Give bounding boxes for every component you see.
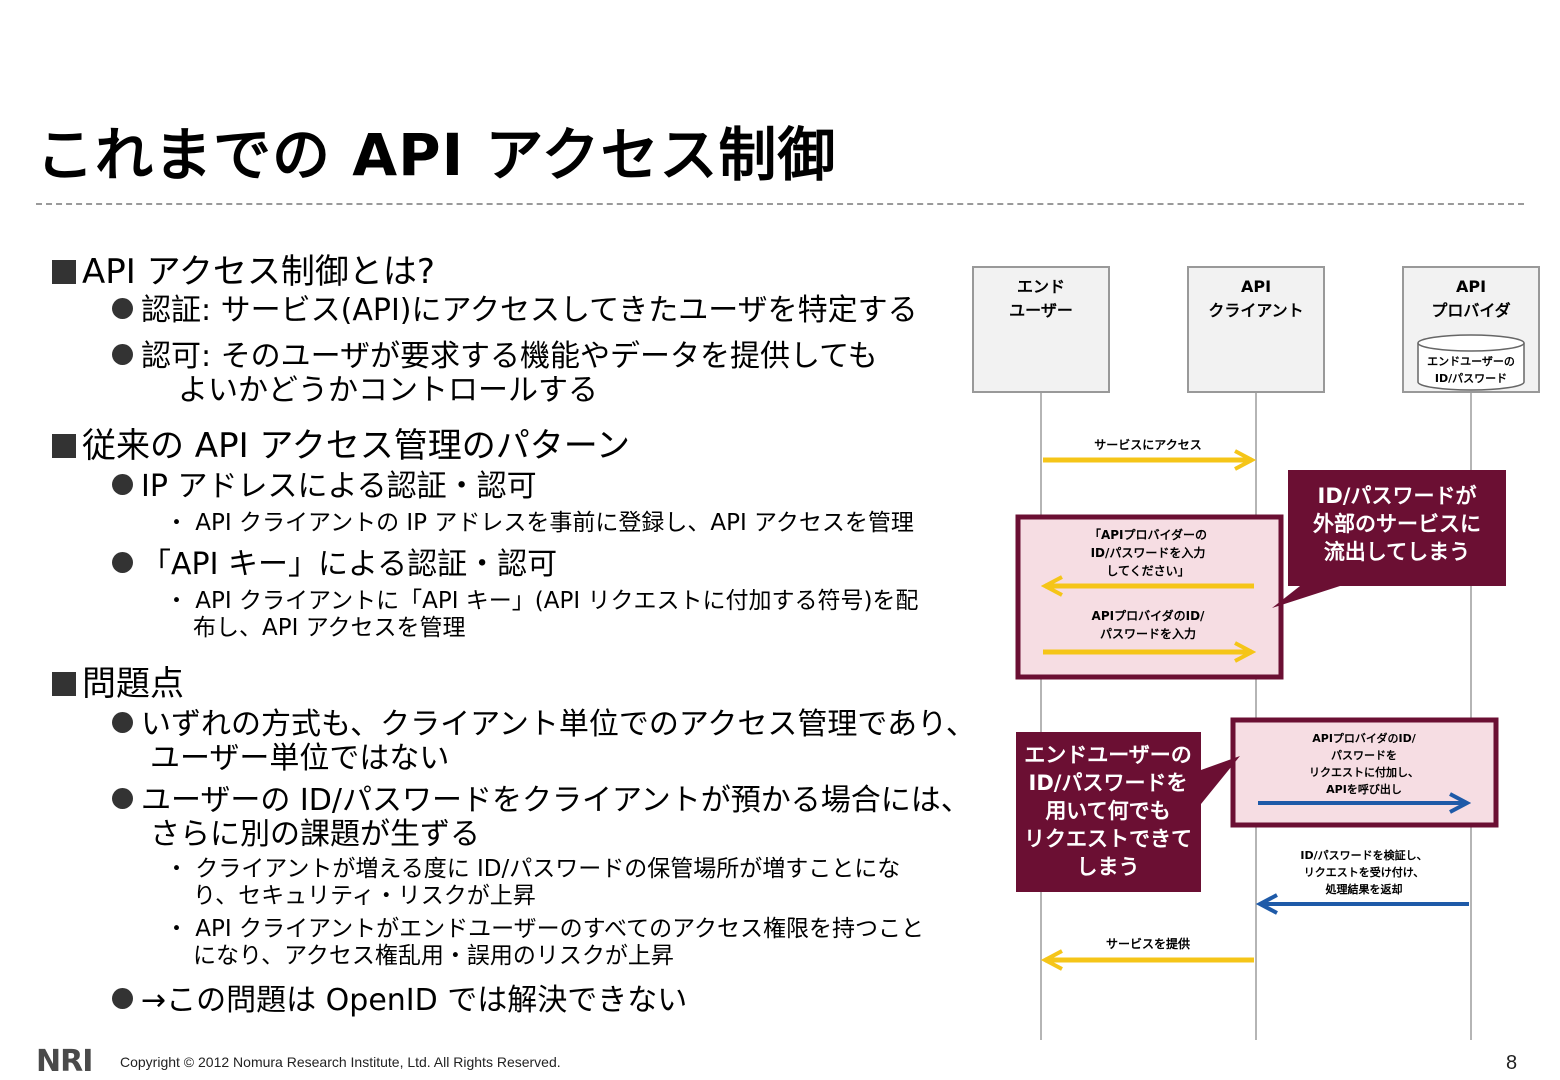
message-password-request: 「APIプロバイダーの ID/パスワードを入力 してください」 xyxy=(1045,527,1254,586)
message-access-service: サービスにアクセス xyxy=(1043,437,1252,460)
svg-text:クライアント: クライアント xyxy=(1208,301,1303,320)
sub-bullet-permission-risk: ・ API クライアントがエンドユーザーのすべてのアクセス権限を持つことになり、… xyxy=(165,916,924,969)
svg-text:してください」: してください」 xyxy=(1106,564,1189,578)
bullet-client-unit: いずれの方式も、クライアント単位でのアクセス管理であり、ユーザー単位ではない xyxy=(112,708,976,776)
bullet-problems: 問題点 xyxy=(52,656,184,705)
svg-text:ID/パスワードを検証し、: ID/パスワードを検証し、 xyxy=(1300,848,1427,862)
bullet-patterns: 従来の API アクセス管理のパターン xyxy=(52,418,630,467)
svg-text:リクエストを受け付け、: リクエストを受け付け、 xyxy=(1304,865,1424,879)
bullet-authorization: 認可: そのユーザが要求する機能やデータを提供してもよいかどうかコントロールする xyxy=(112,340,878,408)
svg-text:パスワードを: パスワードを xyxy=(1331,749,1397,762)
svg-text:ID/パスワードが: ID/パスワードが xyxy=(1318,484,1477,508)
circle-bullet-icon xyxy=(112,298,133,319)
svg-text:しまう: しまう xyxy=(1077,855,1140,879)
square-bullet-icon xyxy=(52,434,76,458)
sub-bullet-api-key: ・ API クライアントに「API キー」(API リクエストに付加する符号)を… xyxy=(165,588,919,641)
message-password-input: APIプロバイダのID/ パスワードを入力 xyxy=(1043,608,1252,652)
circle-bullet-icon xyxy=(112,712,133,733)
database-icon: エンドユーザーの ID/パスワード xyxy=(1417,334,1525,391)
svg-text:「APIプロバイダーの: 「APIプロバイダーの xyxy=(1089,527,1207,542)
svg-text:エンド: エンド xyxy=(1017,277,1065,296)
svg-text:ID/パスワード: ID/パスワード xyxy=(1435,372,1507,385)
svg-text:ID/パスワードを: ID/パスワードを xyxy=(1029,771,1188,795)
svg-text:エンドユーザーの: エンドユーザーの xyxy=(1427,355,1515,368)
callout-password-leak: ID/パスワードが 外部のサービスに 流出してしまう xyxy=(1272,470,1506,608)
sub-bullet-ip-auth: ・ API クライアントの IP アドレスを事前に登録し、API アクセスを管理 xyxy=(165,510,914,536)
svg-text:API: API xyxy=(1456,277,1486,296)
message-provide-service: サービスを提供 xyxy=(1045,936,1254,960)
bullet-openid: →この問題は OpenID では解決できない xyxy=(112,984,687,1018)
svg-text:APIプロバイダのID/: APIプロバイダのID/ xyxy=(1312,731,1416,745)
svg-text:流出してしまう: 流出してしまう xyxy=(1324,540,1470,564)
bullet-access-control: API アクセス制御とは? xyxy=(52,244,435,293)
svg-text:サービスにアクセス: サービスにアクセス xyxy=(1094,437,1201,452)
message-api-call: APIプロバイダのID/ パスワードを リクエストに付加し、 APIを呼び出し xyxy=(1258,731,1467,803)
svg-text:ID/パスワードを入力: ID/パスワードを入力 xyxy=(1091,545,1206,560)
bullet-password-storage: ユーザーの ID/パスワードをクライアントが預かる場合には、さらに別の課題が生ず… xyxy=(112,784,971,852)
message-verify-return: ID/パスワードを検証し、 リクエストを受け付け、 処理結果を返却 xyxy=(1260,848,1469,904)
svg-text:処理結果を返却: 処理結果を返却 xyxy=(1325,882,1403,896)
svg-text:APIプロバイダのID/: APIプロバイダのID/ xyxy=(1092,608,1205,623)
actor-api-client: API クライアント xyxy=(1187,266,1325,393)
svg-text:ユーザー: ユーザー xyxy=(1009,301,1073,320)
copyright-text: Copyright © 2012 Nomura Research Institu… xyxy=(120,1054,561,1070)
bullet-api-key: 「API キー」による認証・認可 xyxy=(112,548,557,582)
circle-bullet-icon xyxy=(112,788,133,809)
svg-text:サービスを提供: サービスを提供 xyxy=(1106,936,1190,951)
bullet-ip-auth: IP アドレスによる認証・認可 xyxy=(112,470,537,504)
square-bullet-icon xyxy=(52,672,76,696)
svg-text:プロバイダ: プロバイダ xyxy=(1431,301,1510,320)
title-divider xyxy=(36,203,1524,205)
circle-bullet-icon xyxy=(112,552,133,573)
company-logo: NRI xyxy=(36,1044,93,1079)
circle-bullet-icon xyxy=(112,474,133,495)
bullet-authentication: 認証: サービス(API)にアクセスしてきたユーザを特定する xyxy=(112,294,918,328)
svg-text:パスワードを入力: パスワードを入力 xyxy=(1100,626,1196,641)
actor-end-user: エンド ユーザー xyxy=(972,266,1110,393)
callout-unrestricted-requests: エンドユーザーの ID/パスワードを 用いて何でも リクエストできて しまう xyxy=(1016,732,1240,892)
page-number: 8 xyxy=(1506,1052,1518,1074)
svg-text:用いて何でも: 用いて何でも xyxy=(1045,799,1170,823)
page-title: これまでの API アクセス制御 xyxy=(36,121,837,189)
svg-text:API: API xyxy=(1241,277,1271,296)
sub-bullet-storage-risk: ・ クライアントが増える度に ID/パスワードの保管場所が増すことになり、セキュ… xyxy=(165,856,901,909)
square-bullet-icon xyxy=(52,260,76,284)
svg-text:エンドユーザーの: エンドユーザーの xyxy=(1024,743,1192,767)
svg-text:外部のサービスに: 外部のサービスに xyxy=(1313,512,1481,536)
circle-bullet-icon xyxy=(112,988,133,1009)
svg-text:APIを呼び出し: APIを呼び出し xyxy=(1326,782,1402,796)
svg-text:リクエストできて: リクエストできて xyxy=(1024,827,1192,851)
svg-text:リクエストに付加し、: リクエストに付加し、 xyxy=(1309,765,1419,779)
circle-bullet-icon xyxy=(112,344,133,365)
